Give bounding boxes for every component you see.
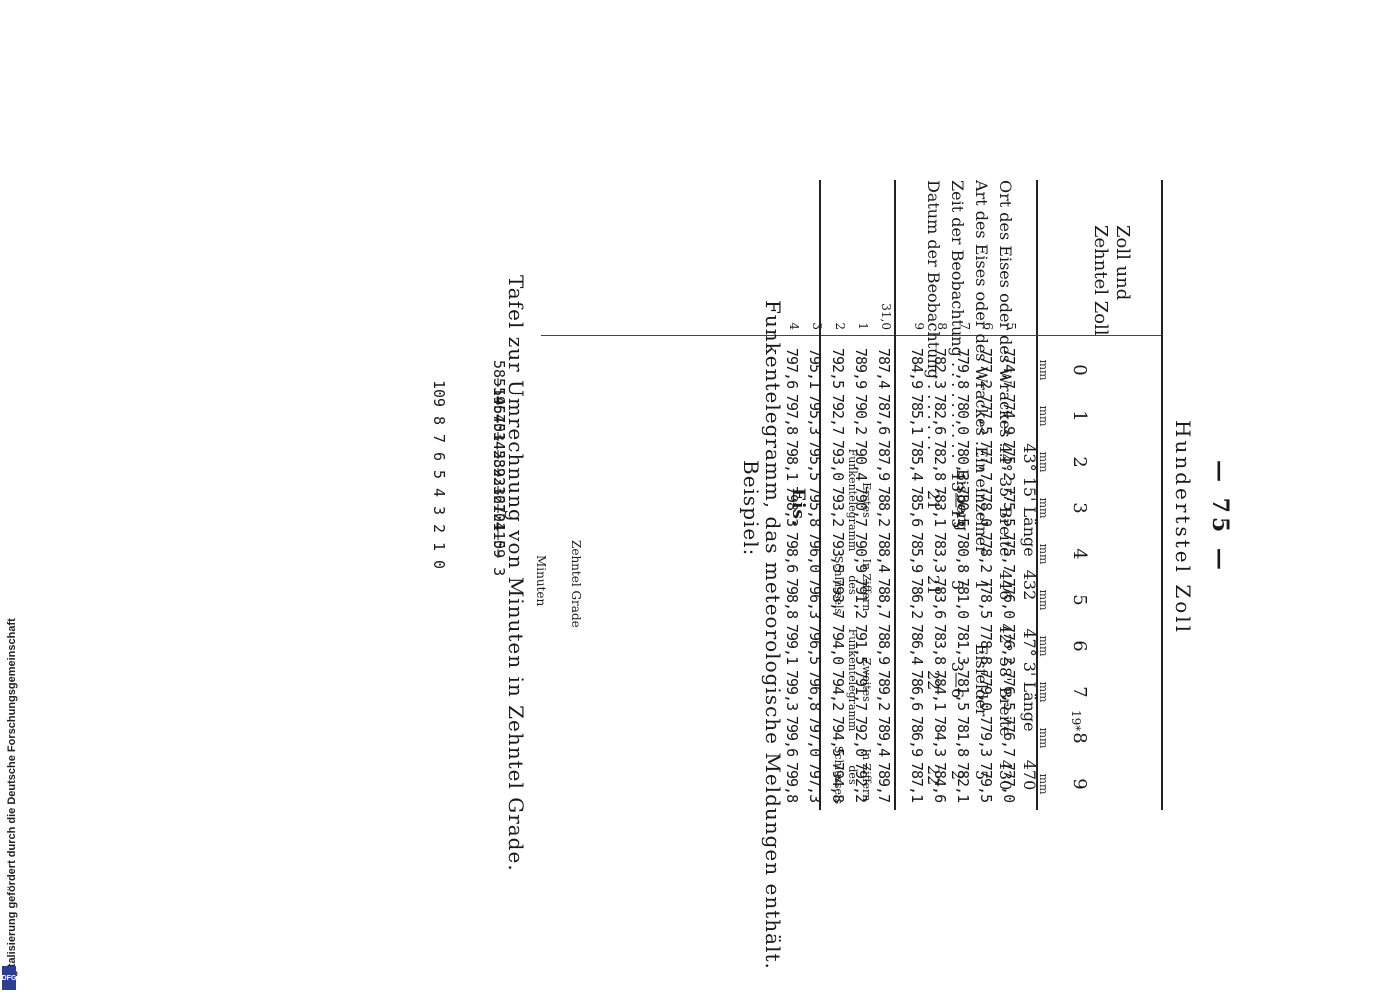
example-row-label: Art des Eises oder des Wrackes . .: [972, 180, 991, 457]
minutes-range: 58—59: [490, 360, 508, 406]
example-cell: Eisfelder: [972, 643, 991, 717]
example-cell: 3—6: [948, 661, 967, 699]
column-header: 3: [1069, 502, 1090, 514]
row-label: 3: [810, 322, 824, 330]
column-header: 0: [1069, 364, 1090, 376]
column-header: 7: [1069, 686, 1090, 698]
example-cell: 21: [924, 489, 943, 511]
footer-sidebar: Digitalisierung gefördert durch die Deut…: [6, 608, 22, 988]
example-cell: 44° 35' Breite: [996, 443, 1015, 557]
row-label: 2: [833, 322, 847, 330]
example-row-label: Zeit der Beobachtung . . . . . . . . . .: [948, 180, 967, 459]
table-cell: 789,7: [875, 762, 893, 803]
row-label: 4: [787, 322, 801, 330]
example-cell: 42° 58' Breite: [996, 623, 1015, 737]
table-cell: 799,8: [783, 762, 801, 803]
tenths-value: 8: [430, 416, 448, 426]
tenths-value: 7: [430, 434, 448, 444]
example-heading: Beispiel:: [739, 460, 763, 557]
tenths-value: 6: [430, 452, 448, 462]
page-signature: 19*: [1069, 710, 1083, 732]
table-cell: 797,3: [806, 762, 824, 803]
example-cell: 430: [996, 759, 1015, 791]
example-cell: 21: [924, 574, 943, 596]
col-first-key: In Ziffern des Schlüssels: [832, 555, 873, 615]
example-cell: 5: [972, 769, 991, 781]
tenths-value: 0: [430, 560, 448, 570]
corner-label-2: Zehntel Zoll: [1090, 225, 1111, 336]
tenths-value: 3: [430, 506, 448, 516]
example-topic: Eis.: [788, 488, 808, 527]
example-cell: 1: [972, 579, 991, 591]
column-header: 9: [1069, 778, 1090, 790]
table-top-rule: [1161, 180, 1163, 810]
tenths-value: 5: [430, 470, 448, 480]
tenths-value: 4: [430, 488, 448, 498]
example-cell: 22: [924, 669, 943, 691]
example-cell: 470: [1020, 759, 1039, 791]
tenths-value: 2: [430, 524, 448, 534]
row-label: 1: [856, 322, 870, 330]
row-label: 31,0: [879, 303, 893, 330]
lower-table-head-rule: [894, 180, 896, 810]
table-divider: [541, 335, 1161, 336]
col-first: Erstes Funkentelegramm: [846, 448, 873, 552]
example-cell: Ein einzelner Eisberg: [953, 446, 991, 554]
column-header: 1: [1069, 410, 1090, 422]
column-header: 6: [1069, 640, 1090, 652]
column-header: 5: [1069, 594, 1090, 606]
tenths-value: 1: [430, 542, 448, 552]
table-caption: Hundertstel Zoll: [1171, 420, 1195, 636]
column-header: 4: [1069, 548, 1090, 560]
tenths-head: Zehntel Grade: [569, 540, 583, 628]
tenths-value: 10: [430, 380, 448, 399]
page-number: — 75 —: [1207, 460, 1233, 574]
example-cell: 22: [924, 764, 943, 786]
example-row-label: Datum der Beobachtung . . . . . . .: [924, 180, 943, 451]
example-cell: 2: [948, 769, 967, 781]
col-second: Zweites Funkentelegramm: [846, 628, 873, 732]
unit-label: mm: [1037, 359, 1050, 381]
example-cell: 432: [1020, 569, 1039, 601]
tenths-value: 9: [430, 398, 448, 408]
dfg-logo-icon: DFG: [2, 966, 16, 990]
example-row-label: Ort des Eises oder des Wrackes . .: [996, 180, 1015, 458]
funding-notice: Digitalisierung gefördert durch die Deut…: [6, 618, 18, 988]
col-second-key: In Ziffern des Schlüssels: [832, 745, 873, 805]
minutes-head: Minuten: [534, 555, 548, 607]
example-cell: 47° 3' Länge: [1020, 628, 1039, 732]
corner-label-1: Zoll und: [1112, 225, 1133, 301]
example-cell: 43° 15' Länge: [1020, 443, 1039, 557]
example-subtitle: Funkentelegramm, das meteorologische Mel…: [761, 300, 785, 970]
unit-label: mm: [1037, 405, 1050, 427]
example-cell: 446: [996, 569, 1015, 601]
example-cell: 5: [948, 579, 967, 591]
lower-table-top-rule: [819, 180, 821, 810]
column-header: 2: [1069, 456, 1090, 468]
